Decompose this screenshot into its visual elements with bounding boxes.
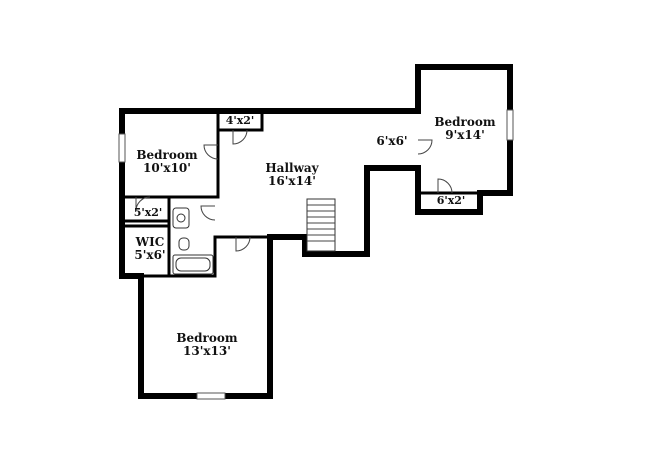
- window-left: [118, 133, 126, 163]
- closet-right-size: 6'x2': [437, 194, 466, 207]
- bathroom-fixtures: [172, 207, 214, 275]
- bedroom-right-name: Bedroom: [434, 115, 495, 129]
- bedroom-bottom-size: 13'x13': [183, 344, 231, 358]
- stairs: [306, 198, 336, 252]
- bedroom-upper-left-name: Bedroom: [136, 148, 197, 162]
- window-right: [506, 109, 514, 141]
- interior-walls: [120, 109, 482, 278]
- closet-left-size: 5'x2': [134, 206, 163, 219]
- bedroom-bottom-name: Bedroom: [176, 331, 237, 345]
- wic-name: WIC: [135, 235, 165, 249]
- area-6x6-size: 6'x6': [376, 134, 407, 148]
- door-swings: [135, 129, 453, 252]
- toilet: [178, 237, 190, 251]
- bedroom-upper-left-size: 10'x10': [143, 161, 191, 175]
- hallway-name: Hallway: [265, 161, 319, 175]
- bedroom-right-size: 9'x14': [445, 128, 485, 142]
- hallway-size: 16'x14': [268, 174, 316, 188]
- closet-top-size: 4'x2': [226, 114, 255, 127]
- outer-wall: [119, 64, 513, 399]
- window-bottom: [196, 392, 226, 400]
- wic-size: 5'x6': [134, 248, 165, 262]
